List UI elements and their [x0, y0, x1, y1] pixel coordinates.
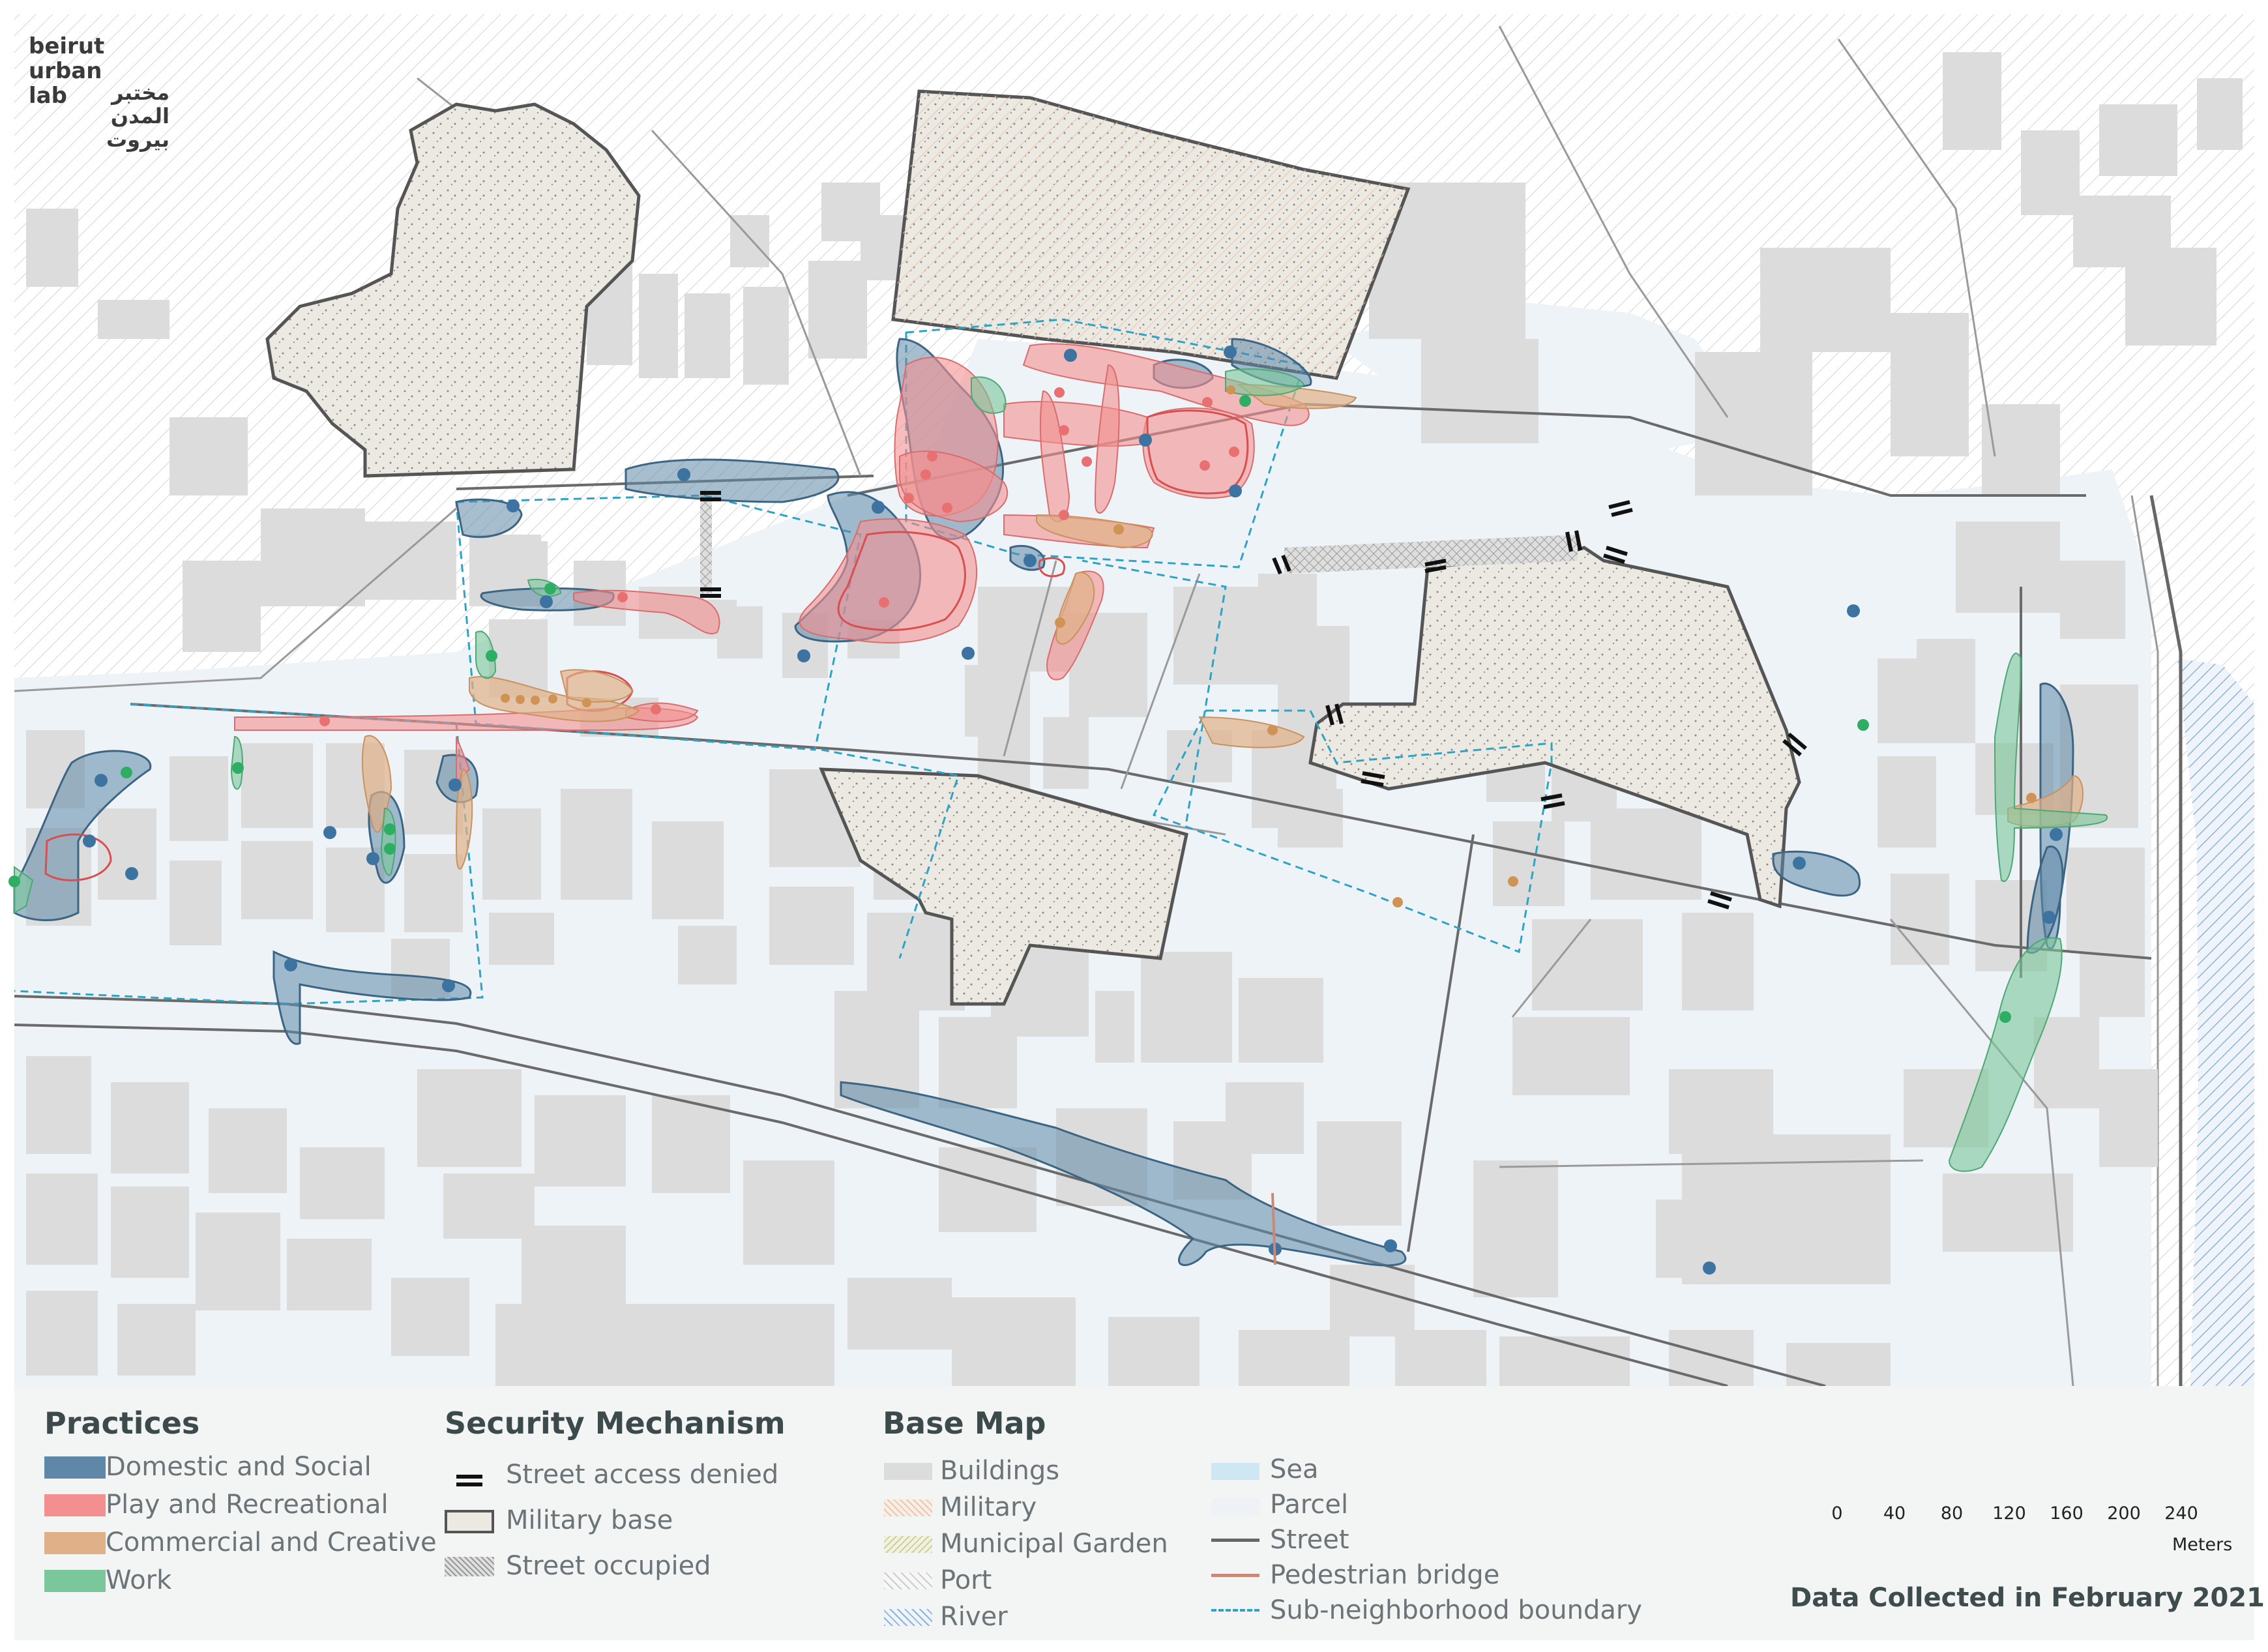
legend-military: Military: [940, 1492, 1037, 1522]
swatch-port: [884, 1572, 932, 1589]
legend-sea: Sea: [1270, 1454, 1319, 1484]
legend-river: River: [940, 1602, 1008, 1632]
scale-tick-120: 120: [1992, 1503, 2026, 1524]
swatch-river: [884, 1609, 932, 1626]
legend-street-occupied: Street occupied: [506, 1551, 711, 1581]
swatch-pedestrian-bridge: [1211, 1574, 1259, 1577]
legend-basemap-title: Base Map: [883, 1406, 1046, 1441]
legend-parcel: Parcel: [1270, 1490, 1349, 1520]
swatch-domestic-social: [44, 1456, 106, 1479]
map-legend: Practices Domestic and Social Play and R…: [14, 1386, 2265, 1640]
play-recreational-zones: [234, 343, 1310, 784]
street-access-denied-markers: [700, 491, 1807, 909]
swatch-military: [884, 1499, 932, 1516]
legend-work: Work: [106, 1565, 172, 1595]
legend-play-recreational: Play and Recreational: [106, 1490, 389, 1520]
data-collected-note: Data Collected in February 2021: [1790, 1583, 2265, 1613]
swatch-work: [44, 1570, 106, 1592]
legend-port: Port: [940, 1565, 992, 1595]
double-bar-icon: [456, 1475, 482, 1486]
scale-tick-0: 0: [1831, 1503, 1843, 1524]
legend-practices-title: Practices: [44, 1406, 200, 1441]
swatch-commercial-creative: [44, 1532, 106, 1554]
work-zones: [14, 368, 2108, 1172]
legend-sub-neighborhood-boundary: Sub-neighborhood boundary: [1270, 1595, 1642, 1625]
legend-municipal-garden: Municipal Garden: [940, 1529, 1168, 1559]
military-bases: [265, 89, 1801, 1006]
swatch-parcel: [1211, 1498, 1259, 1515]
scale-tick-160: 160: [2050, 1503, 2084, 1524]
legend-military-base: Military base: [506, 1505, 673, 1535]
swatch-sea: [1211, 1463, 1259, 1480]
scale-unit: Meters: [2172, 1535, 2233, 1555]
minor-streets: [14, 25, 2074, 1387]
swatch-sub-neighborhood-boundary: [1211, 1609, 1259, 1612]
legend-pedestrian-bridge: Pedestrian bridge: [1270, 1560, 1500, 1590]
logo-arabic: مختبر المدن بيروت: [106, 80, 169, 152]
swatch-municipal-garden: [884, 1536, 932, 1553]
legend-security-title: Security Mechanism: [445, 1406, 786, 1441]
legend-street: Street: [1270, 1525, 1349, 1555]
crosshatch-icon: [445, 1557, 494, 1576]
legend-domestic-social: Domestic and Social: [106, 1452, 372, 1482]
swatch-buildings: [884, 1463, 932, 1480]
river: [2177, 658, 2254, 1386]
street-occupied: [700, 495, 1578, 593]
activity-points: [8, 346, 2063, 1275]
pedestrian-bridge: [1271, 1192, 1276, 1265]
swatch-play-recreational: [44, 1494, 106, 1516]
scale-tick-200: 200: [2107, 1503, 2141, 1524]
logo-english: beirut urban lab: [29, 33, 105, 109]
legend-street-access-denied: Street access denied: [506, 1460, 779, 1490]
legend-commercial-creative: Commercial and Creative: [106, 1527, 437, 1557]
swatch-street: [1211, 1539, 1259, 1542]
scale-tick-240: 240: [2164, 1503, 2198, 1524]
dotted-box-icon: [445, 1510, 494, 1533]
scale-tick-40: 40: [1883, 1503, 1906, 1524]
legend-buildings: Buildings: [940, 1456, 1060, 1486]
scale-tick-80: 80: [1940, 1503, 1964, 1524]
